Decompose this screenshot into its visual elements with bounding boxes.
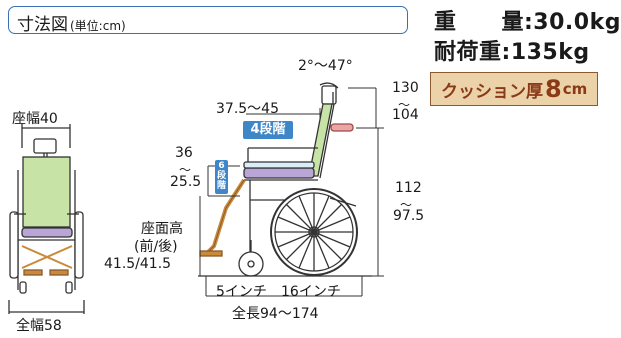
seat-floor-height-label: 座面高	[141, 221, 183, 237]
seat-height-tilde: 〜	[179, 163, 192, 177]
seat-stages-char-2: 段	[216, 171, 226, 181]
load-capacity-value: :135kg	[501, 40, 590, 65]
recline-angle-label: 2°〜47°	[298, 58, 353, 74]
dimension-title: 寸法図	[17, 15, 68, 35]
recline-stages-badge: 4段階	[243, 121, 293, 139]
dimension-header: 寸法図 (単位:cm)	[8, 6, 408, 35]
seat-height-bottom-label: 25.5	[170, 174, 202, 190]
armrest-height-tilde: 〜	[398, 98, 411, 112]
armrest-height-top: 130	[392, 80, 419, 96]
weight-label: 重 量	[434, 10, 524, 35]
caster-size-label: 5インチ	[216, 284, 267, 300]
load-capacity-spec: 耐荷重:135kg	[434, 34, 590, 66]
seat-stages-char-3: 階	[216, 181, 226, 191]
side-view-wheelchair	[198, 82, 372, 277]
cushion-label: クッション厚	[441, 81, 543, 102]
backrest-height-label: 37.5〜45	[216, 101, 279, 117]
seat-floor-height-value: 41.5/41.5	[104, 256, 172, 272]
total-height-tilde: 〜	[400, 198, 413, 212]
load-capacity-label: 耐荷重	[434, 40, 502, 65]
armrest-height-bottom: 104	[392, 107, 419, 123]
total-width-label: 全幅58	[16, 318, 62, 334]
dimension-lines	[199, 87, 384, 297]
seat-height-top-label: 36	[175, 145, 193, 161]
seat-stages-char-1: 6	[218, 161, 225, 171]
total-length-label: 全長94〜174	[232, 306, 319, 322]
cushion-thickness-badge: クッション厚 8 cm	[430, 72, 599, 106]
weight-spec: 重 量:30.0kg	[434, 4, 621, 36]
cushion-value: 8	[545, 75, 562, 103]
seat-floor-front-back-label: (前/後)	[134, 239, 178, 255]
wheel-size-label: 16インチ	[281, 284, 341, 300]
unit-note: (単位:cm)	[70, 19, 126, 33]
total-height-top: 112	[395, 180, 422, 196]
seat-stages-badge: 6 段 階	[215, 160, 228, 194]
total-height-bottom: 97.5	[393, 208, 425, 224]
front-view-wheelchair	[8, 124, 85, 314]
weight-value: :30.0kg	[524, 10, 621, 35]
seat-width-label: 座幅40	[12, 111, 58, 127]
cushion-unit: cm	[562, 80, 588, 98]
